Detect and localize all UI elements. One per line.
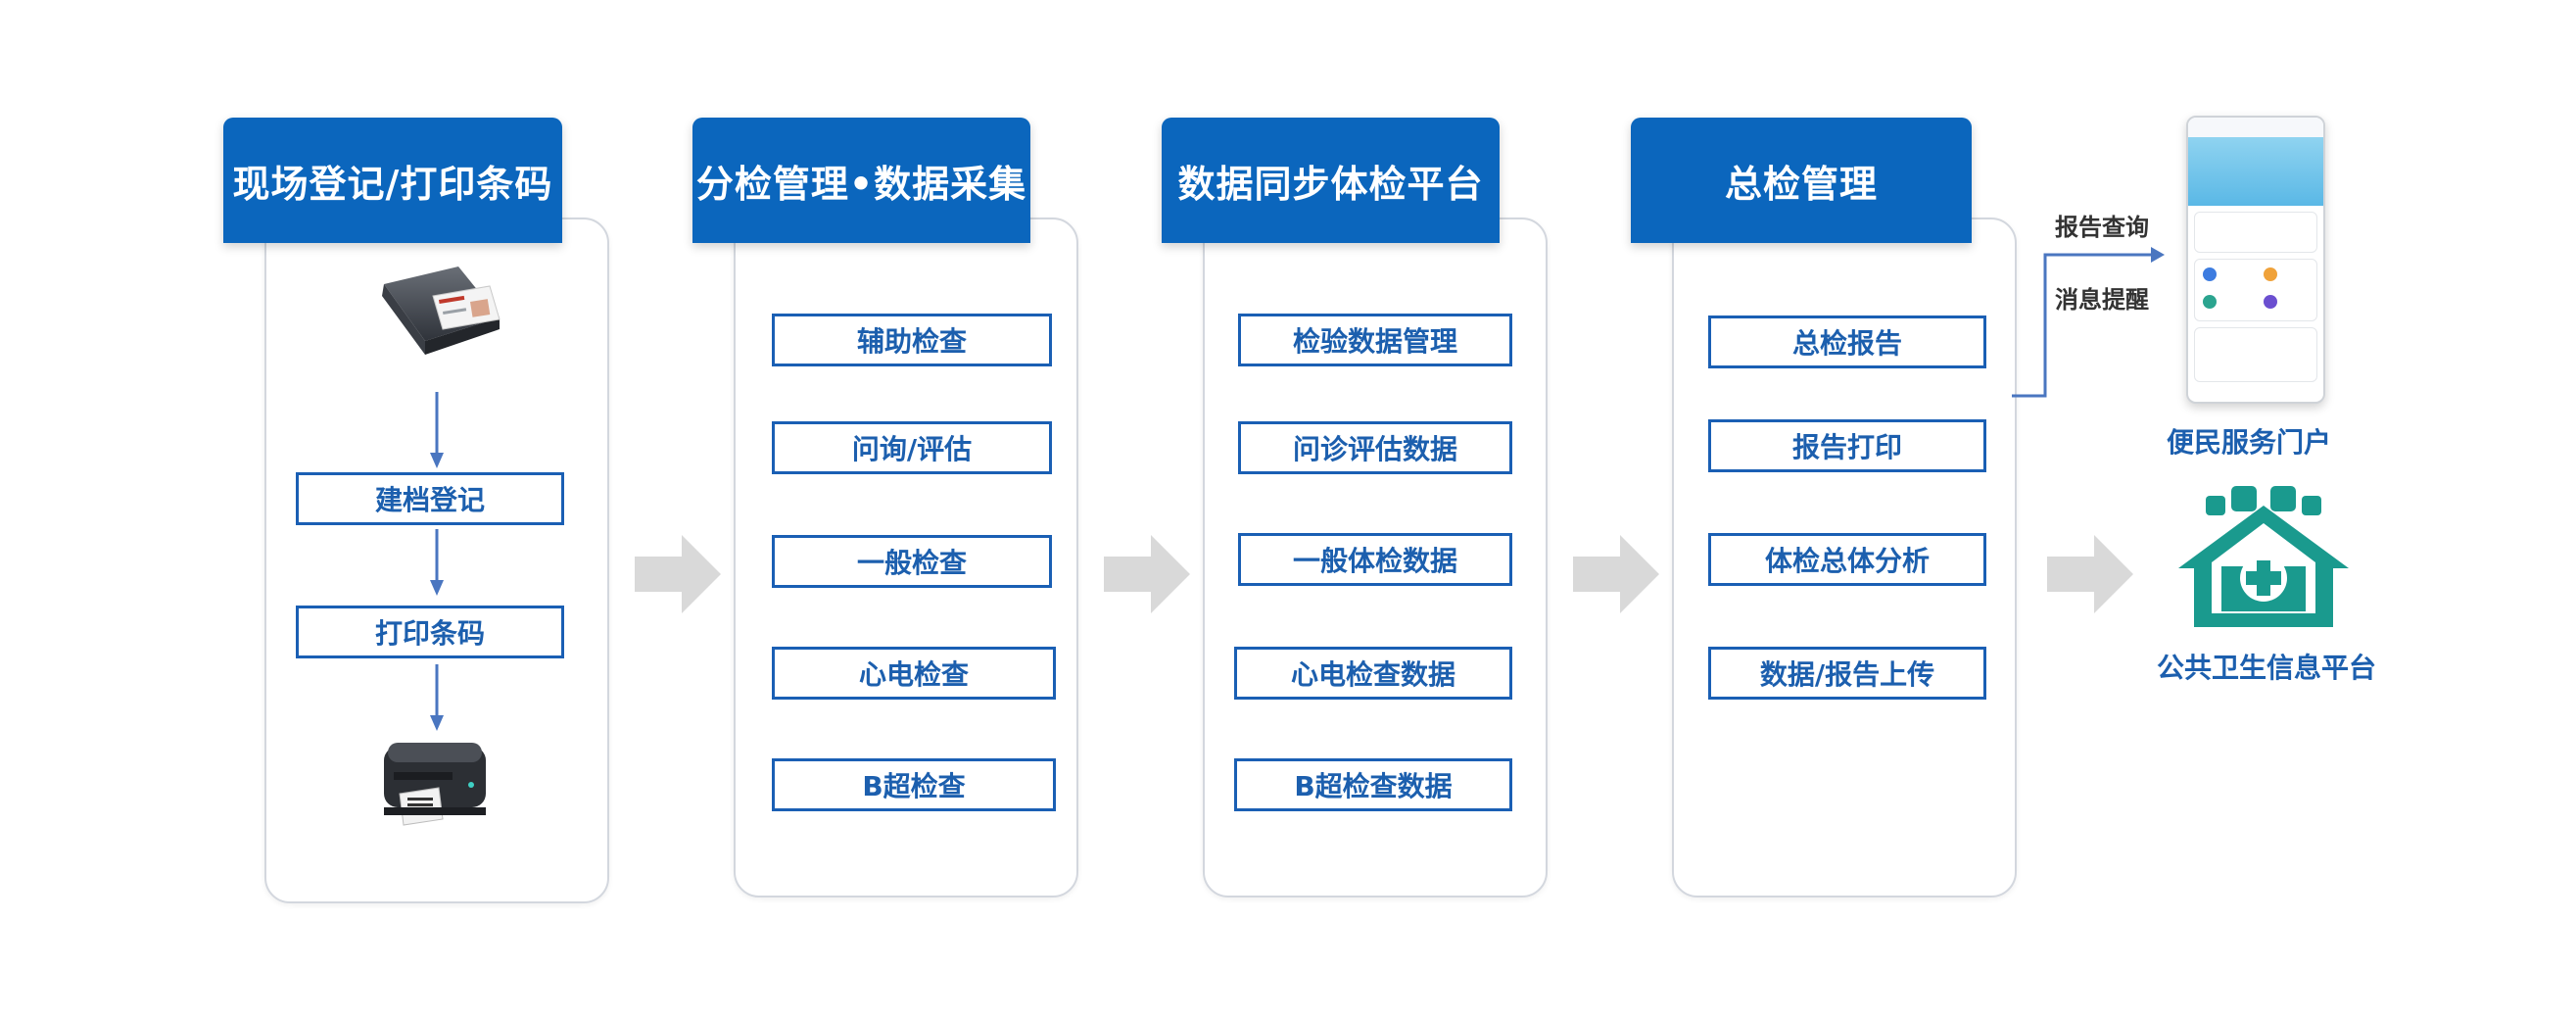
flow-arrow-down-2 — [430, 529, 444, 596]
branch-connector — [2012, 247, 2165, 398]
stage-4-item-4: 数据/报告上传 — [1708, 647, 1986, 700]
stage-2-item-1: 辅助检查 — [772, 314, 1052, 366]
stage-1-item-1: 建档登记 — [296, 472, 564, 525]
branch-label-1: 报告查询 — [2055, 214, 2149, 241]
flow-arrow-down-1 — [430, 392, 444, 468]
stage-4-item-3: 体检总体分析 — [1708, 533, 1986, 586]
stage-2-item-3: 一般检查 — [772, 535, 1052, 588]
card-reader-icon — [382, 267, 501, 355]
flow-arrow-down-3 — [430, 664, 444, 731]
stage-1-item-2: 打印条码 — [296, 606, 564, 658]
stage-4-item-2: 报告打印 — [1708, 419, 1986, 472]
flow-arrow-right-1 — [635, 535, 721, 613]
stage-2-item-5: B超检查 — [772, 758, 1056, 811]
phone-screenshot — [2186, 116, 2325, 404]
flow-arrow-right-3 — [1573, 535, 1659, 613]
stage-3-item-5: B超检查数据 — [1234, 758, 1512, 811]
stage-2-title: 分检管理•数据采集 — [692, 118, 1030, 243]
stage-2-item-2: 问询/评估 — [772, 421, 1052, 474]
platform-label: 公共卫生信息平台 — [2157, 652, 2377, 684]
label-printer-icon — [384, 743, 486, 826]
public-health-house-icon — [2178, 486, 2349, 627]
flow-arrow-right-2 — [1104, 535, 1190, 613]
stage-4-item-1: 总检报告 — [1708, 315, 1986, 368]
stage-1-title: 现场登记/打印条码 — [223, 118, 562, 243]
stage-2-item-4: 心电检查 — [772, 647, 1056, 700]
stage-3-item-4: 心电检查数据 — [1234, 647, 1512, 700]
flow-arrow-right-4 — [2047, 535, 2133, 613]
stage-3-item-3: 一般体检数据 — [1238, 533, 1512, 586]
stage-3-item-2: 问诊评估数据 — [1238, 421, 1512, 474]
stage-3-title: 数据同步体检平台 — [1162, 118, 1500, 243]
portal-label: 便民服务门户 — [2167, 426, 2332, 459]
branch-label-2: 消息提醒 — [2055, 286, 2149, 314]
stage-3-item-1: 检验数据管理 — [1238, 314, 1512, 366]
stage-4-title: 总检管理 — [1631, 118, 1972, 243]
